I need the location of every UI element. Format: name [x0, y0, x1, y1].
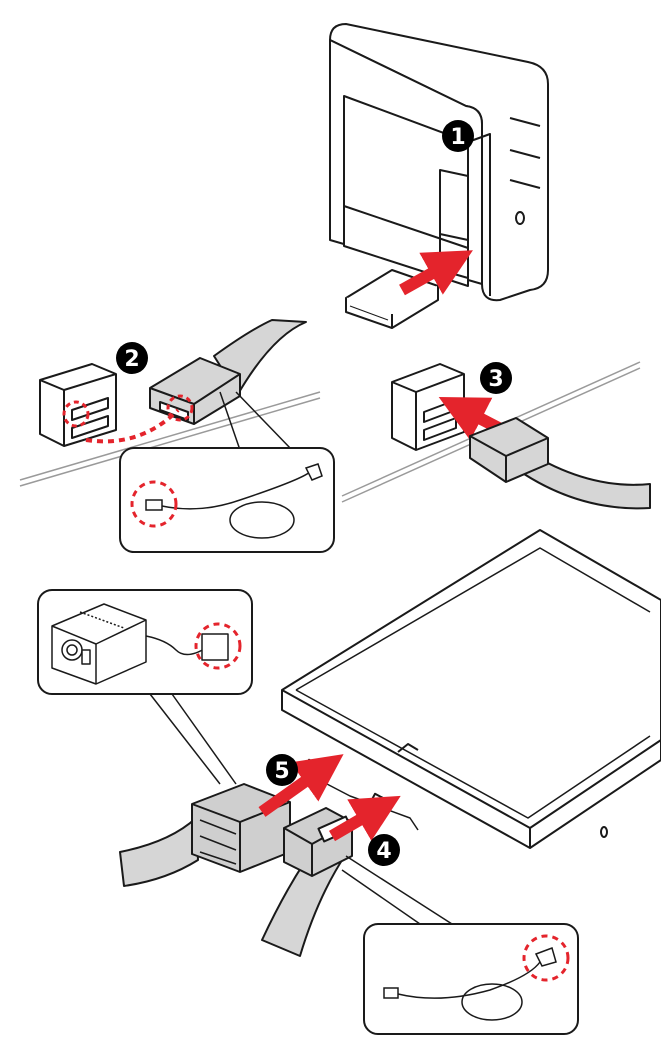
step-number-3: 3 — [488, 367, 503, 392]
step-number-4: 4 — [376, 839, 391, 864]
callout-pointer-psu — [150, 694, 236, 784]
step-badge-2: 2 — [116, 342, 148, 374]
step-badge-4: 4 — [368, 834, 400, 866]
sata-data-cable-icon-3 — [470, 418, 650, 508]
step-badge-3: 3 — [480, 362, 512, 394]
step-number-5: 5 — [274, 759, 289, 784]
sata-port-icon — [40, 364, 116, 446]
step-badge-1: 1 — [442, 120, 474, 152]
step-number-1: 1 — [450, 125, 465, 150]
pc-case-icon — [330, 24, 548, 300]
hard-drive-large-icon — [282, 530, 661, 848]
step-number-2: 2 — [124, 347, 139, 372]
step-badge-5: 5 — [266, 754, 298, 786]
callout-pointer-4 — [342, 856, 452, 924]
molex-connector-icon — [120, 784, 290, 886]
sata-port-icon-3 — [392, 364, 464, 450]
